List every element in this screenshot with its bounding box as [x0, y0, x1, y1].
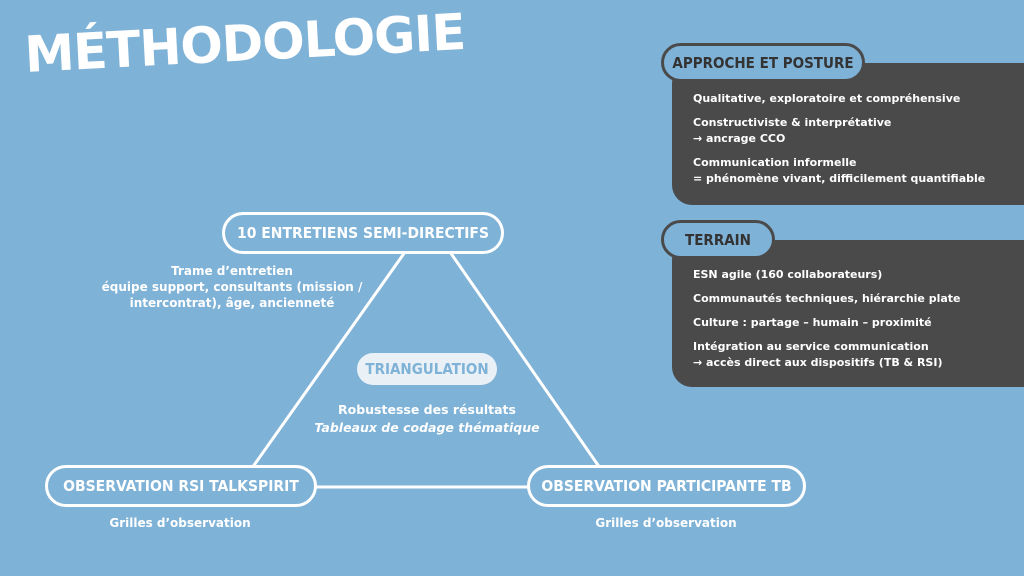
approche-item: Constructiviste & interprétative → ancra… [693, 115, 1024, 147]
approche-item: Communication informelle = phénomène viv… [693, 155, 1024, 187]
center-line-2: Tableaux de codage thématique [314, 420, 540, 435]
terrain-item-4-line-1: Intégration au service communication [693, 340, 929, 353]
terrain-item-4-line-2: → accès direct aux dispositifs (TB & RSI… [693, 356, 943, 369]
edge-top-right [448, 251, 602, 469]
approche-item-1-line-1: Qualitative, exploratoire et compréhensi… [693, 92, 961, 105]
node-observation-rsi: OBSERVATION RSI TALKSPIRIT [45, 465, 317, 507]
terrain-heading: TERRAIN [661, 220, 775, 259]
node-entretiens: 10 ENTRETIENS SEMI-DIRECTIFS [222, 212, 504, 254]
edge-top-left [250, 251, 407, 469]
node-observation-rsi-label: OBSERVATION RSI TALKSPIRIT [63, 477, 299, 495]
approche-item-2-line-2: → ancrage CCO [693, 132, 786, 145]
center-text: Robustesse des résultats Tableaux de cod… [277, 401, 577, 437]
approche-heading-label: APPROCHE ET POSTURE [672, 53, 854, 72]
triangulation-badge: TRIANGULATION [357, 353, 497, 385]
terrain-item: Intégration au service communication → a… [693, 339, 1024, 371]
top-node-note: Trame d’entretien équipe support, consul… [78, 263, 386, 311]
top-note-line-3: intercontrat), âge, ancienneté [129, 296, 335, 310]
terrain-item: Communautés techniques, hiérarchie plate [693, 291, 1024, 307]
approche-item-2-line-1: Constructiviste & interprétative [693, 116, 892, 129]
approche-item-3-line-2: = phénomène vivant, difficilement quanti… [693, 172, 986, 185]
approche-panel: Qualitative, exploratoire et compréhensi… [672, 63, 1024, 205]
triangulation-label: TRIANGULATION [365, 360, 489, 378]
terrain-panel: ESN agile (160 collaborateurs) Communaut… [672, 240, 1024, 387]
center-line-1: Robustesse des résultats [338, 402, 516, 417]
approche-item-3-line-1: Communication informelle [693, 156, 857, 169]
approche-heading: APPROCHE ET POSTURE [661, 43, 865, 82]
terrain-item: ESN agile (160 collaborateurs) [693, 267, 1024, 283]
top-note-line-2: équipe support, consultants (mission / [101, 280, 363, 294]
terrain-item-1-line-1: ESN agile (160 collaborateurs) [693, 268, 883, 281]
terrain-item: Culture : partage – humain – proximité [693, 315, 1024, 331]
terrain-item-3-line-1: Culture : partage – humain – proximité [693, 316, 932, 329]
terrain-heading-label: TERRAIN [685, 230, 751, 249]
top-note-line-1: Trame d’entretien [171, 264, 293, 278]
approche-item: Qualitative, exploratoire et compréhensi… [693, 91, 1024, 107]
node-entretiens-label: 10 ENTRETIENS SEMI-DIRECTIFS [237, 224, 489, 242]
right-node-note: Grilles d’observation [595, 516, 737, 530]
node-observation-participante: OBSERVATION PARTICIPANTE TB [527, 465, 806, 507]
terrain-item-2-line-1: Communautés techniques, hiérarchie plate [693, 292, 961, 305]
left-node-note: Grilles d’observation [109, 516, 251, 530]
node-observation-participante-label: OBSERVATION PARTICIPANTE TB [541, 477, 792, 495]
